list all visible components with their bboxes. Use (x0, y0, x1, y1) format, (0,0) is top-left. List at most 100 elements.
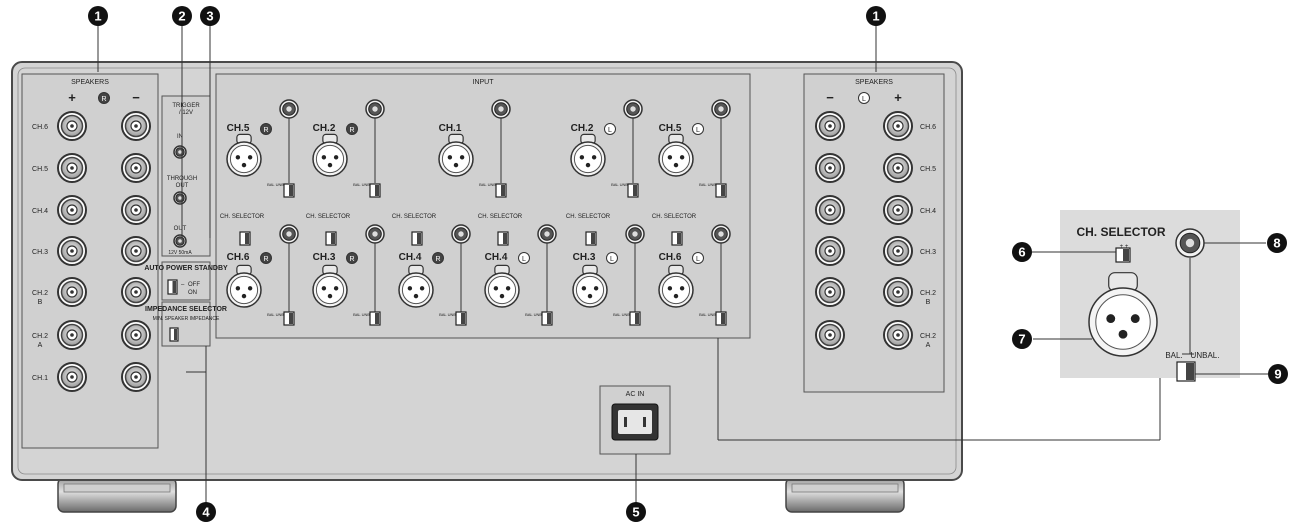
foot-left (57, 477, 177, 513)
bal-unbal-switch-top (283, 183, 295, 198)
speaker-left-channel-label: CH.2 (32, 290, 48, 297)
rca-input-bottom (451, 224, 471, 244)
trigger-in-jack (173, 145, 187, 159)
input-top-bal-unbal-label: BAL UNBAL (353, 182, 376, 187)
xlr-input-bottom (572, 264, 608, 308)
callout-marker: 3 (200, 6, 220, 26)
input-label: INPUT (473, 79, 495, 86)
speaker-left-channel-label: CH.1 (32, 375, 48, 382)
callout-number: 7 (1018, 332, 1025, 347)
input-top-side-mark: R (260, 123, 272, 135)
ch-selector-switch-small (411, 231, 423, 246)
input-top-bal-unbal-label: BAL UNBAL (267, 182, 290, 187)
auto-power-dash: – (181, 282, 185, 288)
trigger-through-jack (173, 191, 187, 205)
speaker-right-plus-post (883, 111, 913, 141)
input-top-side-mark: L (692, 123, 704, 135)
speaker-left-channel-label: CH.6 (32, 124, 48, 131)
ac-inlet (599, 385, 671, 455)
auto-power-switch (167, 279, 178, 295)
svg-text:R: R (263, 256, 268, 263)
input-top-channel-label: CH.5 (227, 123, 250, 134)
speaker-left-minus-post (121, 195, 151, 225)
speaker-right-plus-post (883, 195, 913, 225)
callout-number: 3 (206, 9, 213, 24)
xlr-input-bottom (312, 264, 348, 308)
speaker-right-channel-label: CH.4 (920, 208, 936, 215)
callout-marker: 9 (1268, 364, 1288, 384)
speaker-right-plus-post (883, 236, 913, 266)
input-bottom-bal-unbal-label: BAL UNBAL (613, 312, 636, 317)
speaker-right-plus-post (883, 320, 913, 350)
input-top-side-mark: R (346, 123, 358, 135)
xlr-input-top (570, 133, 606, 177)
ch-selector-small-label: CH. SELECTOR (478, 214, 523, 220)
input-top-side-mark: L (604, 123, 616, 135)
bal-unbal-switch-bottom (715, 311, 727, 326)
ch-selector-switch-small (585, 231, 597, 246)
input-bottom-side-mark: L (518, 252, 530, 264)
input-top-channel-label: CH.2 (571, 123, 594, 134)
speaker-left-channel-label: CH.2 (32, 333, 48, 340)
ch-selector-small-label: CH. SELECTOR (220, 214, 265, 220)
rca-input-bottom (625, 224, 645, 244)
trigger-out-sub: 12V 50mA (168, 250, 192, 256)
auto-power-on-label: ON (188, 290, 197, 296)
speaker-left-minus-post (121, 236, 151, 266)
callout-marker-right-speakers: 1 (866, 6, 886, 26)
speaker-left-plus-post (57, 277, 87, 307)
trigger-title-sub: / 12V (179, 110, 193, 116)
ch-selector-detail-panel (1060, 210, 1240, 378)
rca-input-top (623, 99, 643, 119)
input-bottom-channel-label: CH.6 (659, 252, 682, 263)
svg-text:R: R (263, 127, 268, 134)
bal-unbal-switch-top (627, 183, 639, 198)
speakers-left-label: SPEAKERS (71, 79, 109, 86)
trigger-out-label: OUT (174, 226, 187, 232)
trigger-panel (161, 95, 211, 257)
input-top-channel-label: CH.2 (313, 123, 336, 134)
speaker-left-channel-label: CH.4 (32, 208, 48, 215)
speakers-right-label: SPEAKERS (855, 79, 893, 86)
auto-power-off-label: OFF (188, 282, 200, 288)
input-top-channel-label: CH.5 (659, 123, 682, 134)
input-bottom-channel-label: CH.6 (227, 252, 250, 263)
xlr-input-bottom (484, 264, 520, 308)
svg-text:R: R (101, 96, 106, 103)
speaker-right-minus-post (815, 277, 845, 307)
rca-input-bottom (711, 224, 731, 244)
speaker-right-channel-sub: A (926, 342, 931, 349)
rca-input-top (365, 99, 385, 119)
speaker-left-channel-label: CH.3 (32, 249, 48, 256)
callout-marker: 5 (626, 502, 646, 522)
callout-number: 2 (178, 9, 185, 24)
rca-input-top (491, 99, 511, 119)
ch-selector-switch-small (239, 231, 251, 246)
callout-marker: 8 (1267, 233, 1287, 253)
callout-number: 5 (632, 505, 639, 520)
impedance-switch (169, 327, 179, 342)
rca-input-bottom (537, 224, 557, 244)
speaker-left-plus-post (57, 153, 87, 183)
ac-in-label: AC IN (626, 391, 645, 398)
callout-marker: 6 (1012, 242, 1032, 262)
speaker-left-minus-post (121, 362, 151, 392)
bal-unbal-switch-top (715, 183, 727, 198)
svg-text:L: L (696, 127, 700, 134)
callout-marker: 7 (1012, 329, 1032, 349)
bal-unbal-switch-bottom (541, 311, 553, 326)
detail-rca-connector (1175, 228, 1205, 258)
ch-selector-switch-small (325, 231, 337, 246)
auto-power-title: AUTO POWER STANDBY (144, 265, 228, 272)
speaker-right-minus-post (815, 195, 845, 225)
speaker-left-plus-post (57, 236, 87, 266)
ch-selector-small-label: CH. SELECTOR (392, 214, 437, 220)
svg-text:L: L (610, 256, 614, 263)
detail-ch-selector-title: CH. SELECTOR (1076, 225, 1165, 239)
speaker-right-minus-post (815, 111, 845, 141)
speaker-left-plus-post (57, 195, 87, 225)
impedance-title: IMPEDANCE SELECTOR (145, 306, 227, 313)
speaker-right-plus-post (883, 153, 913, 183)
svg-text:L: L (696, 256, 700, 263)
